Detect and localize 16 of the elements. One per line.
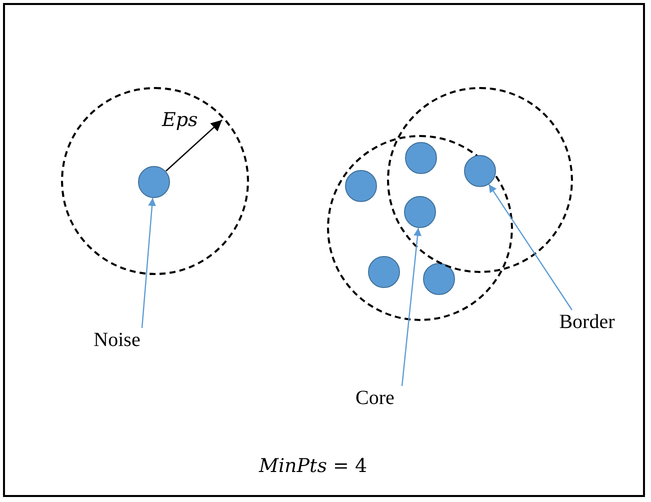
dashed-circle [61, 87, 249, 275]
data-point [405, 142, 437, 174]
leader-line [488, 184, 572, 310]
radius-label: Eps [162, 109, 198, 131]
point-label: Border [548, 310, 626, 336]
data-point [404, 196, 436, 228]
data-point [423, 263, 455, 295]
data-point [464, 155, 496, 187]
leader-line [401, 228, 422, 386]
point-label: Noise [84, 328, 150, 354]
data-point [138, 166, 170, 198]
data-point [345, 170, 377, 202]
leader-line [141, 198, 156, 328]
point-label: Core [346, 386, 404, 412]
data-point [368, 256, 400, 288]
parameter-label: MinPts = 4 [259, 455, 368, 477]
